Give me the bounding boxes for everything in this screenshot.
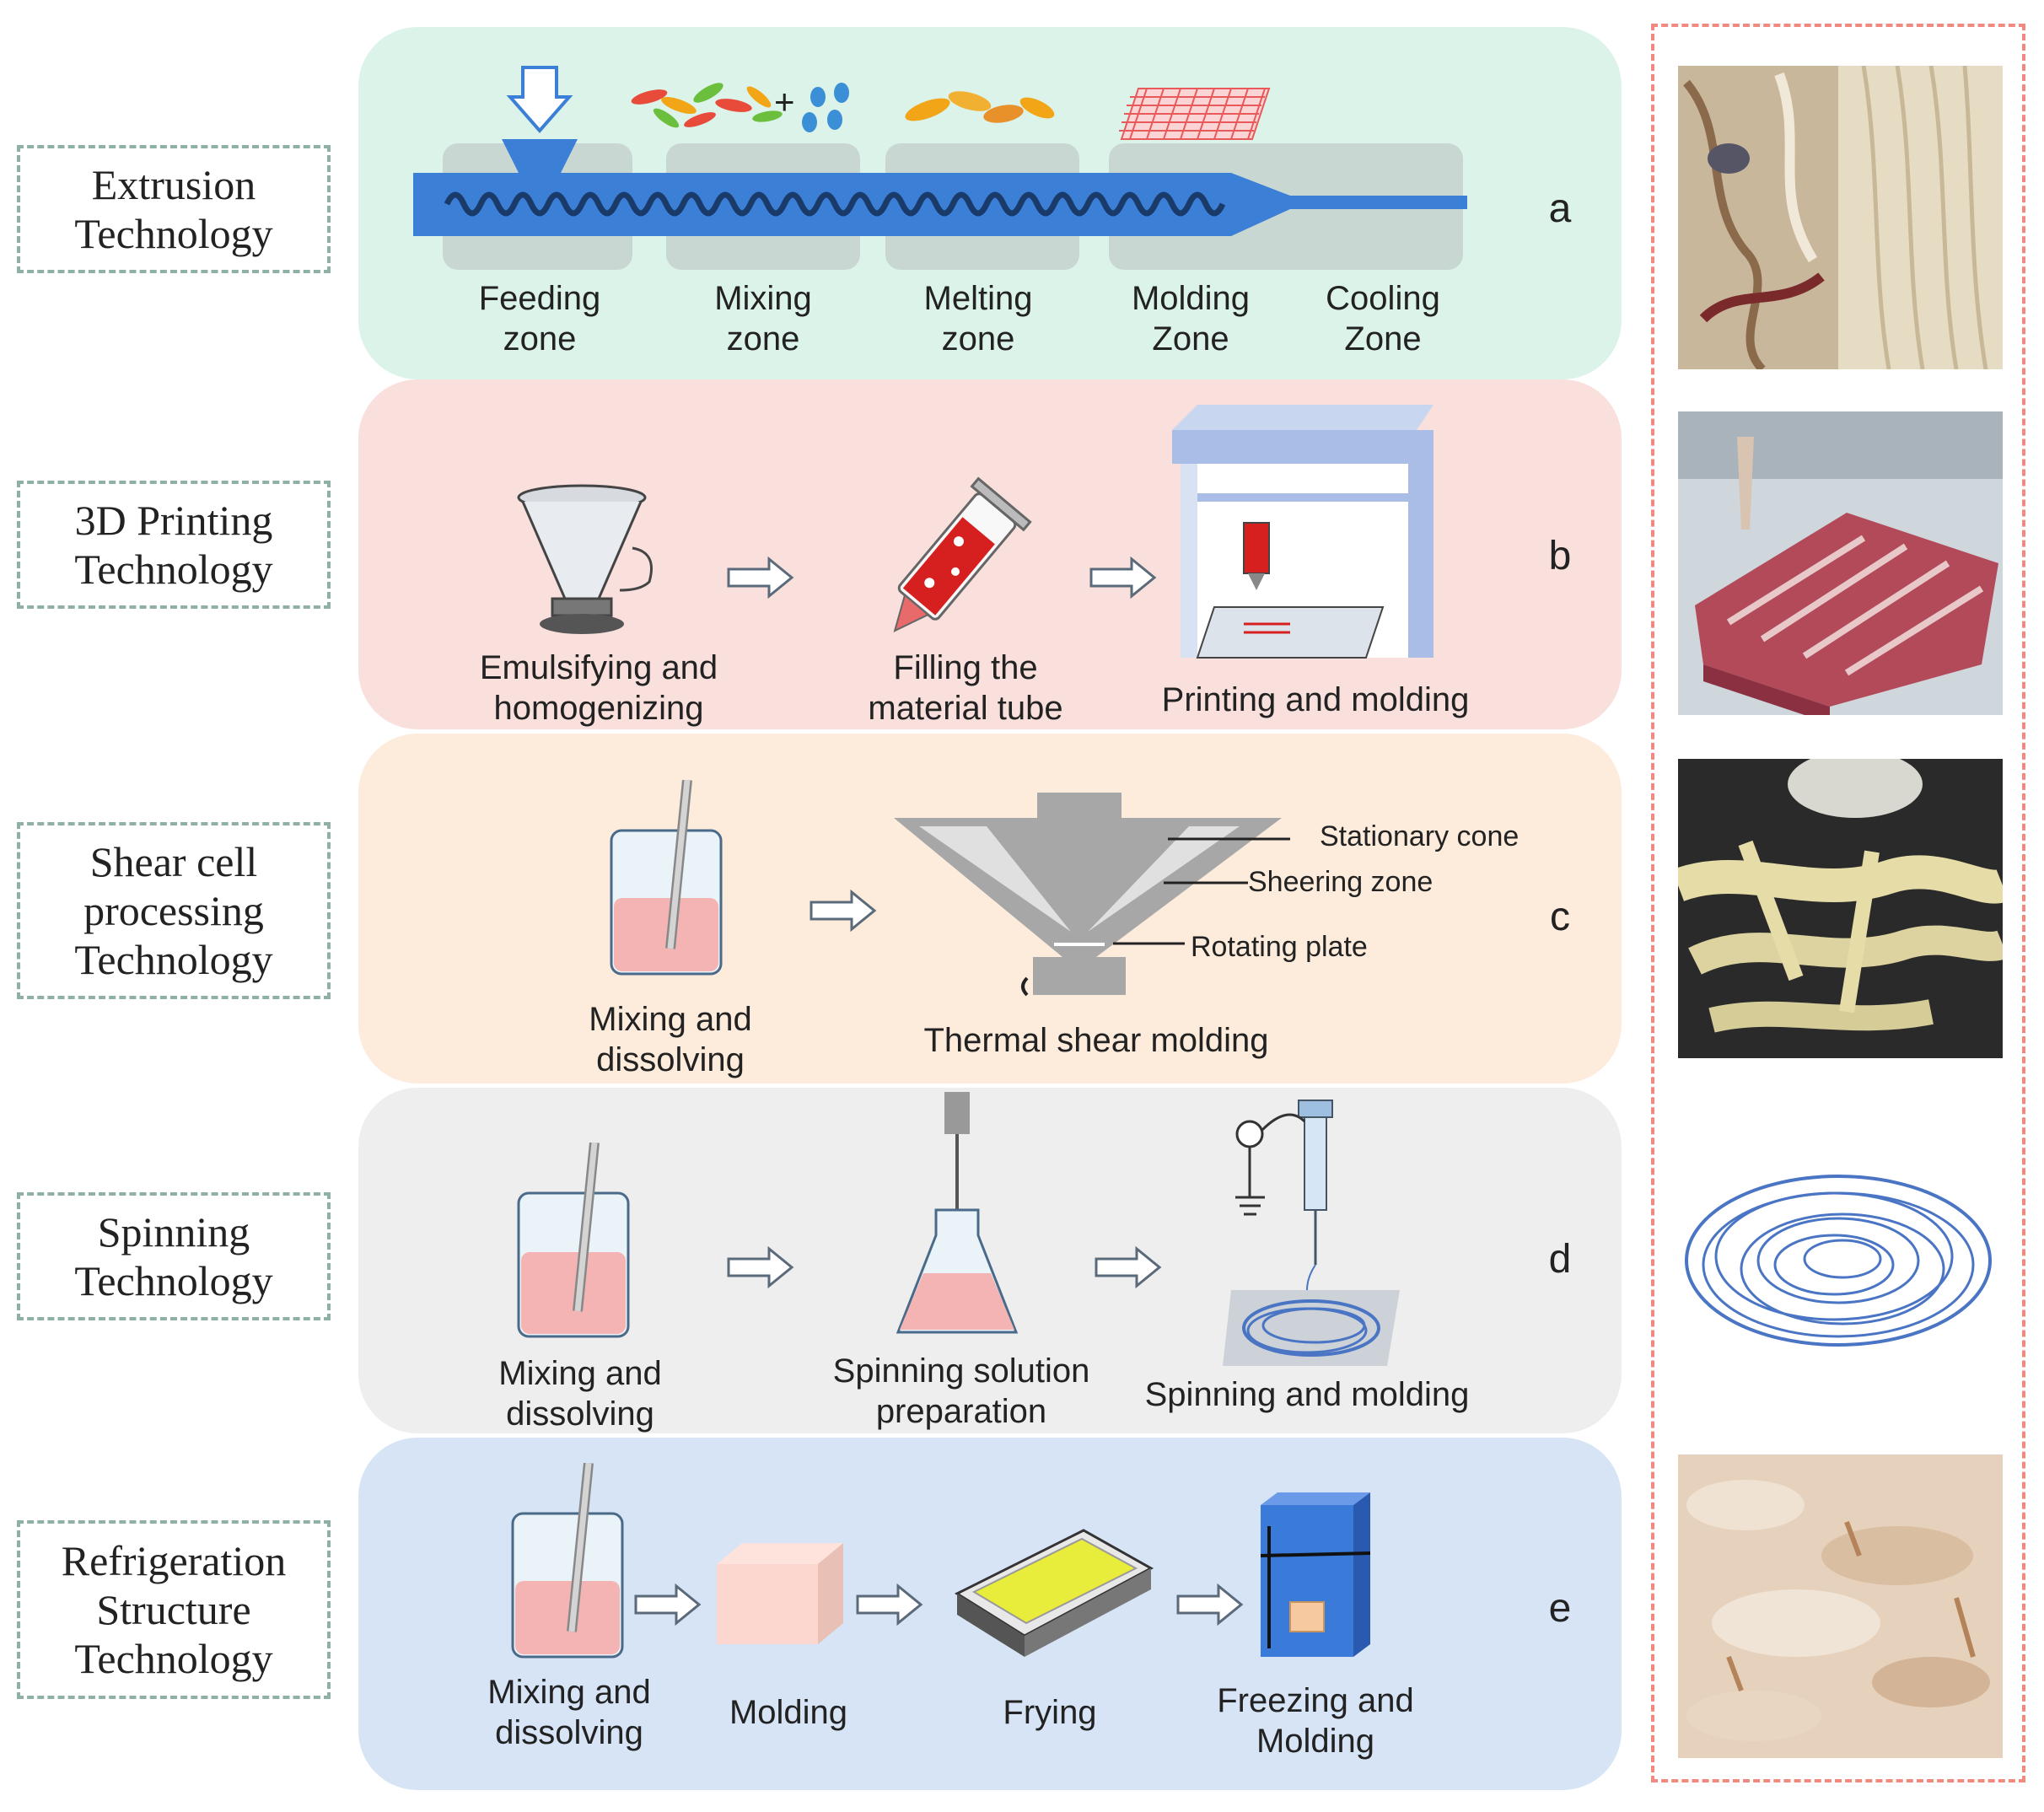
annotation-rotating-plate: Rotating plate xyxy=(1191,931,1368,963)
molding-mesh xyxy=(1119,88,1271,140)
printer-illustration xyxy=(1172,405,1433,659)
electrospinning-illustration xyxy=(1223,1100,1400,1366)
beaker-illustration xyxy=(610,780,723,976)
material-tube-illustration xyxy=(893,476,1032,632)
row-letter-b: b xyxy=(1548,534,1572,578)
label-extrusion: Extrusion Technology xyxy=(17,145,331,273)
zone-label-molding: Molding Zone xyxy=(1131,280,1251,358)
panel-shear-cell xyxy=(358,734,1622,1083)
flask-illustration xyxy=(896,1092,1019,1334)
hopper xyxy=(502,139,578,173)
label-spinning: Spinning Technology xyxy=(17,1192,331,1320)
step-label-freezing-molding: Freezing and Molding xyxy=(1217,1682,1414,1760)
step-label-spinning-solution: Spinning solution preparation xyxy=(832,1352,1090,1430)
photo-spun-fibers xyxy=(1678,1159,2003,1370)
zone-label-feeding: Feeding zone xyxy=(478,280,601,358)
photo-frozen-structure xyxy=(1678,1454,2003,1758)
arrow-icon xyxy=(1176,1583,1244,1626)
label-refrigeration: Refrigeration Structure Technology xyxy=(17,1520,331,1699)
shear-cell-illustration xyxy=(894,793,1290,997)
plus-sign: + xyxy=(774,82,795,121)
blender-illustration xyxy=(517,484,653,634)
photo-extruded-fibers xyxy=(1678,66,2003,369)
step-label-spinning-molding: Spinning and molding xyxy=(1144,1376,1470,1413)
row-letter-a: a xyxy=(1548,186,1572,231)
step-label-emulsifying: Emulsifying and homogenizing xyxy=(479,649,718,727)
photo-printed-meat xyxy=(1678,411,2003,715)
freezer-illustration xyxy=(1260,1492,1371,1657)
annotation-stationary-cone: Stationary cone xyxy=(1320,820,1520,852)
extruder-barrel xyxy=(413,173,1467,236)
beaker-illustration xyxy=(511,1463,624,1659)
screw xyxy=(444,191,1226,217)
arrow-icon xyxy=(634,1583,702,1626)
step-label-mixing-dissolving: Mixing and dissolving xyxy=(498,1355,662,1433)
fryer-illustration xyxy=(954,1529,1154,1657)
step-label-molding: Molding xyxy=(729,1694,848,1731)
step-label-filling: Filling the material tube xyxy=(868,649,1063,727)
step-label-frying: Frying xyxy=(1003,1694,1097,1731)
photo-shear-fibers xyxy=(1678,759,2003,1058)
zone-label-cooling: Cooling Zone xyxy=(1326,280,1440,358)
row-letter-d: d xyxy=(1548,1237,1572,1282)
melting-particles xyxy=(905,91,1055,123)
water-droplets xyxy=(802,83,849,132)
arrow-icon xyxy=(810,890,877,932)
arrow-icon xyxy=(727,557,794,599)
row-letter-e: e xyxy=(1548,1586,1572,1631)
zone-label-melting: Melting zone xyxy=(923,280,1033,358)
mold-block-illustration xyxy=(717,1543,843,1644)
feed-arrow-icon xyxy=(506,66,573,134)
step-label-mixing-dissolving: Mixing and dissolving xyxy=(589,1001,752,1078)
step-label-thermal-shear: Thermal shear molding xyxy=(923,1022,1269,1059)
annotation-sheering-zone: Sheering zone xyxy=(1248,866,1433,898)
step-label-printing: Printing and molding xyxy=(1161,681,1470,718)
row-letter-c: c xyxy=(1550,895,1570,939)
arrow-icon xyxy=(727,1246,794,1288)
beaker-illustration xyxy=(517,1143,630,1338)
step-label-mixing-dissolving: Mixing and dissolving xyxy=(487,1674,651,1751)
zone-label-mixing: Mixing zone xyxy=(714,280,812,358)
label-shear-cell: Shear cell processing Technology xyxy=(17,822,331,999)
photo-column-frame xyxy=(1651,24,2025,1782)
arrow-icon xyxy=(1089,557,1157,599)
arrow-icon xyxy=(856,1583,923,1626)
extruder-diagram: + xyxy=(413,66,1467,270)
mixing-particles xyxy=(631,83,783,128)
arrow-icon xyxy=(1095,1246,1162,1288)
label-3d-printing: 3D Printing Technology xyxy=(17,481,331,609)
